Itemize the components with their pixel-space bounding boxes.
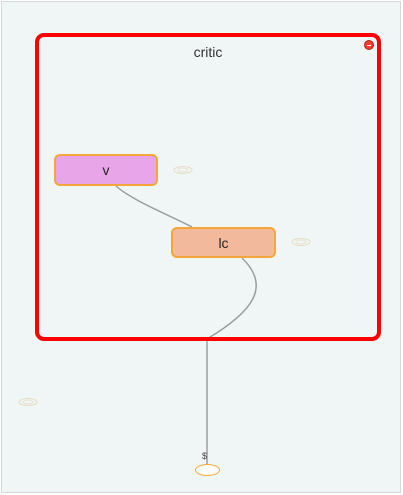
ghost-hint-icon bbox=[291, 238, 311, 246]
collapse-minus-icon[interactable] bbox=[364, 40, 374, 50]
sink-label: $ bbox=[202, 451, 208, 461]
group-title: critic bbox=[193, 44, 223, 60]
node-v[interactable]: v bbox=[54, 154, 158, 186]
wire-v-to-lc bbox=[115, 185, 193, 228]
node-lc-label: lc bbox=[218, 234, 229, 251]
critic-group-frame[interactable] bbox=[35, 33, 381, 341]
sink-node[interactable] bbox=[195, 464, 220, 476]
ghost-hint-icon bbox=[18, 398, 38, 406]
node-lc[interactable]: lc bbox=[171, 227, 276, 258]
ghost-hint-icon bbox=[173, 166, 193, 174]
node-v-label: v bbox=[102, 162, 110, 178]
wire-lc-to-sink bbox=[206, 257, 257, 464]
